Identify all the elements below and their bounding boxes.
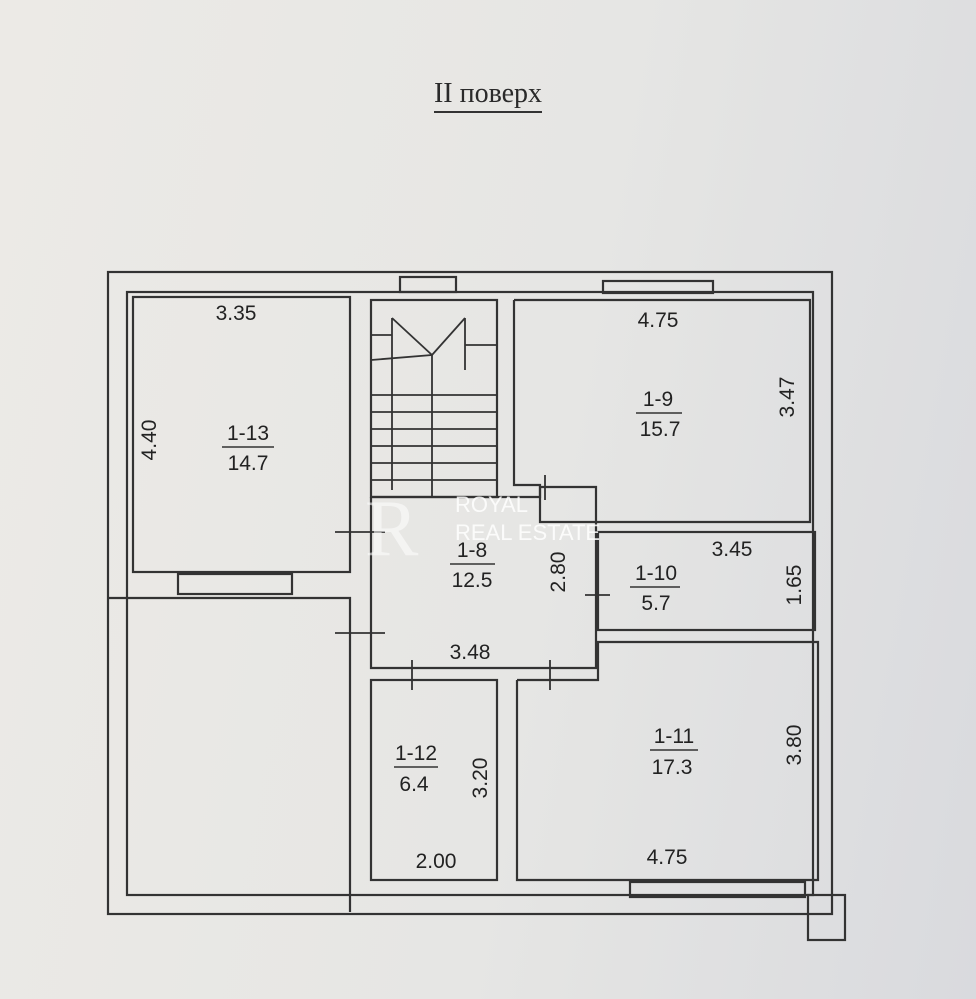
inner-wall-line xyxy=(125,290,815,897)
room-area: 15.7 xyxy=(640,418,681,441)
room-number: 1-9 xyxy=(643,388,673,411)
lower-left-area xyxy=(108,596,352,912)
window xyxy=(398,275,458,294)
room-1-9 xyxy=(512,298,812,524)
room-area: 17.3 xyxy=(652,756,693,779)
dim-label: 3.48 xyxy=(450,641,491,664)
window xyxy=(601,279,715,295)
window xyxy=(176,572,294,596)
stairwell xyxy=(369,298,499,499)
dim-label: 3.47 xyxy=(776,377,799,418)
room-area: 6.4 xyxy=(399,773,429,796)
dim-label: 4.40 xyxy=(138,420,161,461)
room-1-8 xyxy=(369,485,598,670)
dim-label: 3.35 xyxy=(216,302,257,325)
stair-treads xyxy=(370,317,497,497)
room-number: 1-8 xyxy=(457,539,487,562)
door-marks xyxy=(335,475,610,690)
room-1-10 xyxy=(596,530,817,632)
dim-label: 2.80 xyxy=(547,552,570,593)
room-number: 1-13 xyxy=(227,422,269,445)
room-number: 1-10 xyxy=(635,562,677,585)
watermark-logo-icon: R xyxy=(365,485,419,573)
room-number: 1-11 xyxy=(654,725,694,748)
dim-label: 1.65 xyxy=(783,565,806,606)
room-number: 1-12 xyxy=(395,742,437,765)
outer-wall xyxy=(106,270,834,916)
dim-label: 2.00 xyxy=(416,850,457,873)
room-area: 5.7 xyxy=(641,592,670,615)
dim-label: 3.20 xyxy=(469,758,492,799)
room-1-13 xyxy=(131,295,352,574)
watermark-line1: ROYAL xyxy=(455,492,528,517)
watermark-line2: REAL ESTATE xyxy=(455,520,600,545)
dim-label: 3.80 xyxy=(783,725,806,766)
dim-label: 4.75 xyxy=(638,309,679,332)
room-area: 14.7 xyxy=(228,452,269,475)
window xyxy=(628,880,807,899)
room-1-12 xyxy=(369,678,499,882)
floor-title-text: II поверх xyxy=(433,78,543,113)
floor-title: II поверх xyxy=(0,78,976,113)
room-1-11 xyxy=(515,640,820,882)
balcony-stub xyxy=(806,893,847,942)
dim-label: 4.75 xyxy=(647,846,688,869)
room-area: 12.5 xyxy=(452,569,493,592)
dim-label: 3.45 xyxy=(712,538,753,561)
